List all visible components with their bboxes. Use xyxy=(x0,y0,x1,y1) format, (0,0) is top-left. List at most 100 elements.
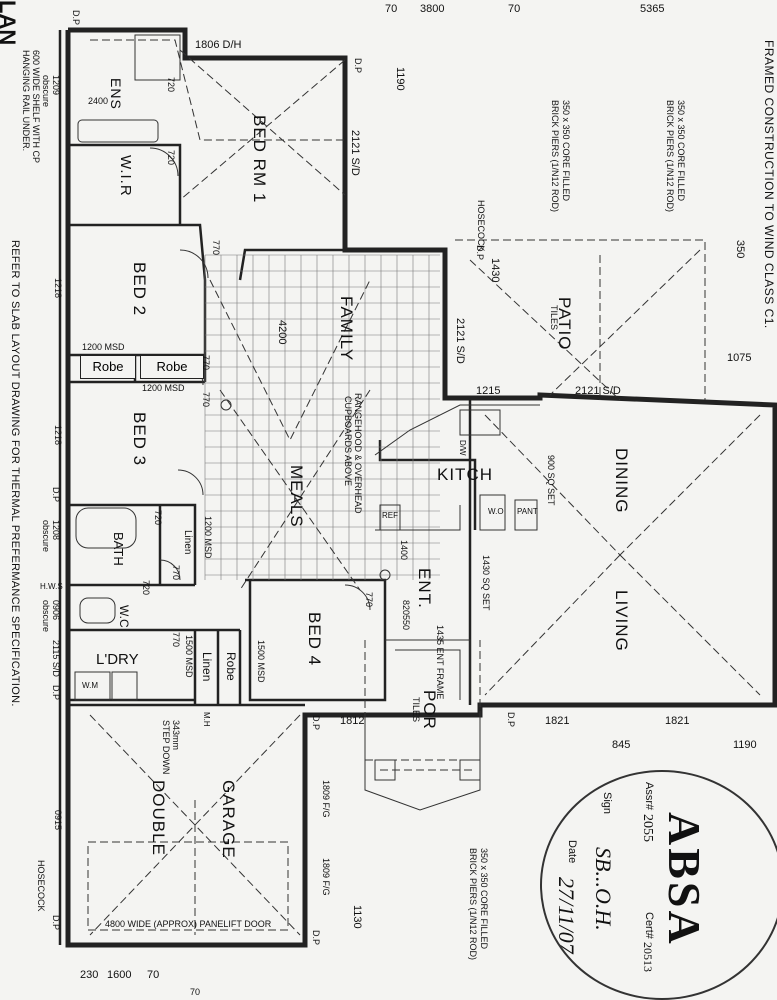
dim-dp-g: D.P xyxy=(506,712,516,728)
room-label-double: DOUBLE xyxy=(149,780,168,856)
stamp-assr-label: Assr# xyxy=(643,782,655,811)
robe-b: Robe xyxy=(140,355,204,379)
note-slab: REFER TO SLAB LAYOUT DRAWING FOR THERMAL… xyxy=(9,240,21,707)
dim-1200b: 1200 MSD xyxy=(142,383,185,393)
room-label-family: FAMILY xyxy=(337,296,356,362)
stamp-cert-value: 20513 xyxy=(641,942,655,972)
kitchen-bench xyxy=(374,404,540,531)
porch-structure xyxy=(364,639,481,811)
room-label-robe-c: Robe xyxy=(224,652,238,681)
dim-bot-70: 70 xyxy=(147,969,160,981)
dim-1821a: 1821 xyxy=(545,715,570,727)
absa-stamp: ABSA Assr# 2055 Cert# 20513 Sign SB...O.… xyxy=(540,770,777,1000)
room-label-bed-2: BED 2 xyxy=(130,262,149,317)
dim-550: 550 xyxy=(401,615,411,631)
dim-2121b: 2121 S/D xyxy=(454,318,466,364)
dim-770a: 770 xyxy=(211,240,221,256)
dim-dp-d: D.P xyxy=(51,487,61,503)
dim-top-70a: 70 xyxy=(385,3,398,15)
room-label-ens: ENS xyxy=(108,78,124,110)
room-label-wc: W.C xyxy=(117,605,131,628)
dim-2121a: 2121 S/D xyxy=(349,130,361,176)
dim-1200c: 1200 MSD xyxy=(203,516,213,559)
dim-1130: 1130 xyxy=(351,905,363,929)
dim-770f: 770 xyxy=(171,632,181,648)
note-piers-1a: 350 x 350 CORE FILLED xyxy=(676,100,686,202)
dim-1200a: 1200 MSD xyxy=(82,342,125,352)
dim-1812: 1812 xyxy=(340,715,365,727)
dim-1190b: 1190 xyxy=(733,739,757,751)
room-label-bath: BATH xyxy=(111,532,126,566)
label-wo: W.O xyxy=(488,507,504,516)
dim-dp-f: D.P xyxy=(311,715,321,731)
stamp-brand: ABSA xyxy=(659,812,710,947)
dim-1500b: 1500 MSD xyxy=(256,640,266,683)
dim-top-3800: 3800 xyxy=(420,3,445,15)
dim-bot-230: 230 xyxy=(80,969,99,981)
note-piers-1b: BRICK PIERS (1/N12 ROD) xyxy=(665,100,675,213)
roof-lines xyxy=(89,39,761,936)
note-cupboards-1: RANGEHOOD & OVERHEAD xyxy=(353,393,363,514)
stamp-sign-label: Sign xyxy=(601,792,613,815)
room-label-linen-b: Linen xyxy=(200,652,214,682)
dim-770c: 770 xyxy=(201,392,211,408)
dim-dp-i: D.P xyxy=(311,930,321,946)
dim-0915: 0915 xyxy=(53,810,63,831)
note-step-1: 343mm xyxy=(171,720,181,751)
note-plan-edge: LAN xyxy=(0,0,20,46)
dim-obscure-c: obscure xyxy=(41,600,51,633)
dim-bot-1600: 1600 xyxy=(107,969,132,981)
room-label-wir: W.I.R xyxy=(117,155,134,197)
stamp-assr-value: 2055 xyxy=(640,814,655,842)
label-mh: M.H xyxy=(202,712,211,727)
dim-1430b: 1430 SQ SET xyxy=(481,555,491,611)
dim-770d: 770 xyxy=(364,592,374,608)
dim-dp-a: D.P xyxy=(71,10,81,26)
dim-1809a: 1809 F/G xyxy=(321,780,331,818)
stamp-date-label: Date xyxy=(566,840,578,864)
note-shelf-1: 600 WIDE SHELF WITH CP xyxy=(31,50,41,164)
ceiling-symbols xyxy=(220,399,391,581)
dim-top-5365: 5365 xyxy=(640,3,665,15)
dim-1215: 1215 xyxy=(476,385,501,397)
room-label-bed-4: BED 4 xyxy=(305,612,324,667)
label-dw: D/W xyxy=(458,440,467,456)
dim-top-70b: 70 xyxy=(508,3,521,15)
dim-845: 845 xyxy=(612,739,631,751)
dim-obscure-a: obscure xyxy=(41,75,51,108)
room-label-dining: DINING xyxy=(612,448,631,514)
label-wm: W.M xyxy=(82,681,98,690)
dim-1806: 1806 D/H xyxy=(195,39,242,51)
room-label-garage: GARAGE xyxy=(219,780,238,859)
dim-1218b: 1218 xyxy=(53,425,63,446)
dim-770b: 770 xyxy=(201,355,211,371)
room-sub-patio: TILES xyxy=(549,305,559,331)
dim-1075: 1075 xyxy=(727,352,752,364)
dim-1190a: 1190 xyxy=(394,67,406,91)
note-hosecock-b: HOSECOCK xyxy=(36,860,46,912)
dim-720a: 720 xyxy=(166,77,176,93)
note-piers-2b: BRICK PIERS (1/N12 ROD) xyxy=(550,100,560,213)
note-piers-3a: 350 x 350 CORE FILLED xyxy=(479,848,489,950)
label-hws: H.W.S xyxy=(40,582,63,591)
dim-1809b: 1809 F/G xyxy=(321,858,331,896)
stamp-date-value: 27/11/07 xyxy=(554,877,579,954)
stamp-sign-value: SB...O.H. xyxy=(591,847,616,931)
room-sub-por: TILES xyxy=(411,697,421,723)
exterior-walls xyxy=(58,27,777,948)
note-framed: FRAMED CONSTRUCTION TO WIND CLASS C1. xyxy=(762,40,776,329)
tile-grid xyxy=(204,254,440,580)
dim-1209: 1209 xyxy=(51,75,61,96)
note-step-2: STEP DOWN xyxy=(161,720,171,775)
dim-1435: 1435 ENT FRAME xyxy=(435,625,445,700)
label-pant: PANT xyxy=(517,507,538,516)
dim-0906: 0906 xyxy=(51,600,61,621)
room-label-ent: ENT. xyxy=(415,568,434,609)
dim-720b: 720 xyxy=(166,150,176,166)
dim-1430: 1430 xyxy=(489,258,501,283)
dim-900: 900 SQ SET xyxy=(546,455,556,506)
robe-a: Robe xyxy=(80,355,136,379)
dim-720d: 720 xyxy=(141,580,151,596)
garage-door-outline xyxy=(87,841,289,931)
